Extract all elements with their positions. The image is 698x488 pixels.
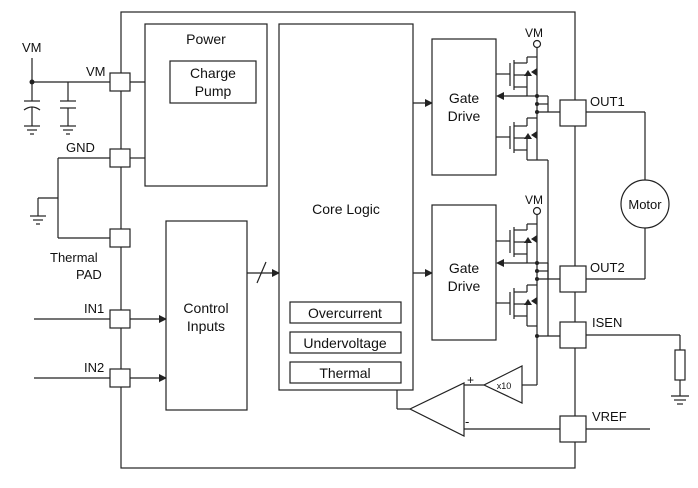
plus-label: + [467,373,474,387]
drive-2-label: Drive [448,278,481,294]
motor-label: Motor [628,197,662,212]
gnd-pin [109,148,131,168]
undervoltage-label: Undervoltage [303,335,386,351]
in1-pin [109,309,131,329]
sense-resistor [674,349,686,381]
gate-2-label: Gate [449,260,480,276]
isen-label: ISEN [592,315,622,330]
thermal-block-label: Thermal [319,365,370,381]
gain-label: x10 [497,381,512,391]
pump-label: Pump [195,83,232,99]
overcurrent-label: Overcurrent [308,305,382,321]
gate-drive-2-block [431,204,497,341]
vm-high-side-1-label: VM [525,26,543,40]
core-logic-label: Core Logic [312,201,380,217]
minus-label: - [465,414,469,429]
undervoltage-block [289,331,402,354]
vref-pin [559,415,587,443]
out2-label: OUT2 [590,260,625,275]
vm-pin-label: VM [86,64,106,79]
control-inputs-block [165,220,248,411]
charge-pump-block [169,60,257,104]
gnd-label: GND [66,140,95,155]
vref-label: VREF [592,409,627,424]
inputs-label: Inputs [187,318,225,334]
core-logic-block [278,23,414,391]
control-label: Control [183,300,228,316]
pad-label: PAD [76,267,102,282]
h-bridge-leg-1 [496,39,560,161]
vm-supply-network [23,58,110,135]
h-bridge-leg-2 [496,206,560,338]
in1-label: IN1 [84,301,104,316]
isen-pin [559,321,587,349]
thermal-label: Thermal [50,250,98,265]
gate-drive-1-block [431,38,497,176]
gnd-network [30,157,145,239]
out1-label: OUT1 [590,94,625,109]
thermal-pad-pin [109,228,131,248]
gate-1-label: Gate [449,90,480,106]
motor-symbol [620,179,670,229]
vm-high-side-2-label: VM [525,193,543,207]
comparator [408,382,465,437]
charge-label: Charge [190,65,236,81]
in2-pin [109,368,131,388]
overcurrent-block [289,301,402,324]
in2-label: IN2 [84,360,104,375]
drive-1-label: Drive [448,108,481,124]
power-block [144,23,268,187]
out1-pin [559,99,587,127]
vm-supply-label: VM [22,40,42,55]
power-label: Power [186,31,226,47]
thermal-block [289,361,402,384]
out2-pin [559,265,587,293]
vm-pin [109,72,131,92]
